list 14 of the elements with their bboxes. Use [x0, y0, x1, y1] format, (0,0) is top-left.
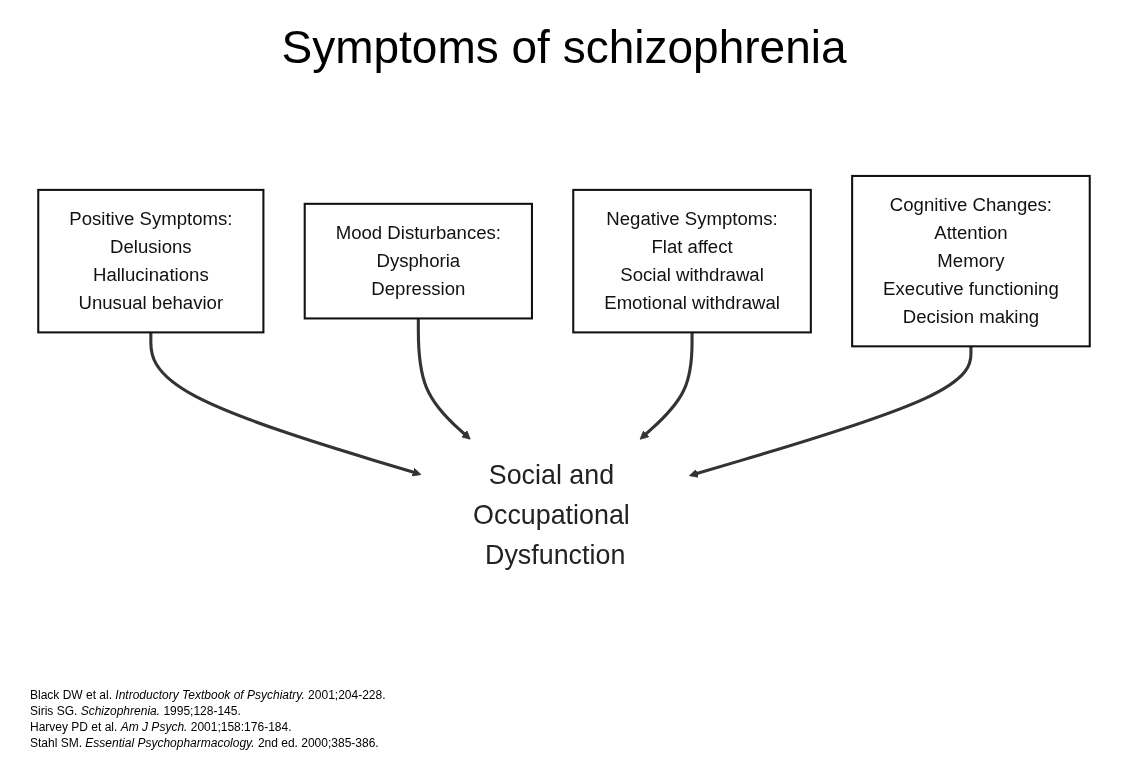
arrow [149, 332, 422, 477]
node-text: Social and Occupational Dysfunction [473, 458, 630, 571]
node-box: Negative Symptoms: Flat affect Social withdrawal Emotional withdrawal [572, 188, 812, 334]
node-box: Positive Symptoms: Delusions Hallucinations Unusual behavior [37, 188, 265, 334]
reference-text: Black DW et al. Introductory Textbook of Psychiatry. 2001;204-228. [30, 687, 386, 703]
reference-text: Stahl SM. Essential Psychopharmacology. 2nd ed. 2000;385-386. [30, 735, 380, 751]
reference-text: Siris SG. Schizophrenia. 1995;128-145. [30, 703, 242, 719]
node-box: Cognitive Changes: Attention Memory Executive functioning Decision making [851, 174, 1091, 348]
arrow [689, 346, 973, 478]
arrow [639, 332, 694, 440]
reference-text: Harvey PD et al. Am J Psych. 2001;158:176-184. [30, 719, 293, 735]
node-box: Mood Disturbances: Dysphoria Depression [303, 202, 533, 320]
title: Symptoms of schizophrenia [281, 20, 847, 74]
arrow [416, 318, 471, 440]
